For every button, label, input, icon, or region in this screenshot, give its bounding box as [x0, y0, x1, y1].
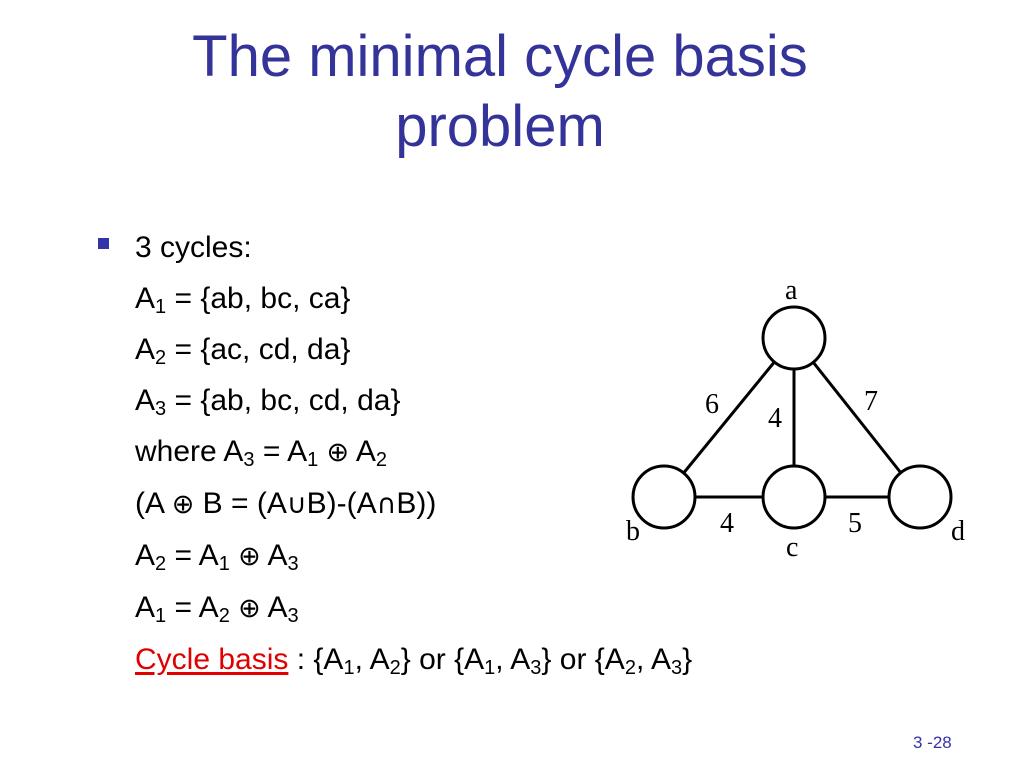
- graph-diagram: a b c d 6 4 7 4 5: [626, 275, 965, 563]
- weight-ac: 4: [768, 403, 782, 434]
- weight-ad: 7: [864, 386, 878, 417]
- weight-cd: 5: [848, 508, 862, 539]
- node-label-c: c: [786, 532, 798, 563]
- title-line-1: The minimal cycle basis: [192, 24, 808, 89]
- title-line-2: problem: [395, 94, 605, 159]
- line-a1-identity: A1 = A2 ⊕ A3: [135, 591, 299, 627]
- line-a1: A1 = {ab, bc, ca}: [135, 282, 351, 318]
- line-a2: A2 = {ac, cd, da}: [135, 333, 351, 369]
- slide-title: The minimal cycle basis problem: [0, 22, 1000, 162]
- line-cycle-basis: Cycle basis : {A1, A2} or {A1, A3} or {A…: [135, 643, 693, 679]
- line-where: where A3 = A1 ⊕ A2: [135, 435, 387, 471]
- line-a2-identity: A2 = A1 ⊕ A3: [135, 539, 299, 575]
- weight-bc: 4: [720, 508, 734, 539]
- cycle-list: 3 cycles: A1 = {ab, bc, ca} A2 = {ac, cd…: [135, 222, 692, 685]
- node-label-d: d: [951, 516, 965, 547]
- node-label-a: a: [785, 275, 798, 306]
- edge-ad: [792, 337, 922, 498]
- node-a: [761, 305, 827, 371]
- node-label-b: b: [626, 516, 640, 547]
- weight-ab: 6: [705, 389, 719, 420]
- line-definition: (A ⊕ B = (A∪B)-(A∩B)): [135, 487, 437, 520]
- slide-number: 3 -28: [913, 733, 952, 752]
- node-b: [631, 464, 697, 530]
- edge-ab: [662, 337, 796, 498]
- node-c: [761, 464, 827, 530]
- line-a3: A3 = {ab, bc, cd, da}: [135, 384, 401, 420]
- cycle-basis-term: Cycle basis: [135, 643, 289, 676]
- node-d: [887, 464, 953, 530]
- square-bullet-icon: [98, 238, 109, 249]
- line-intro: 3 cycles:: [135, 231, 252, 264]
